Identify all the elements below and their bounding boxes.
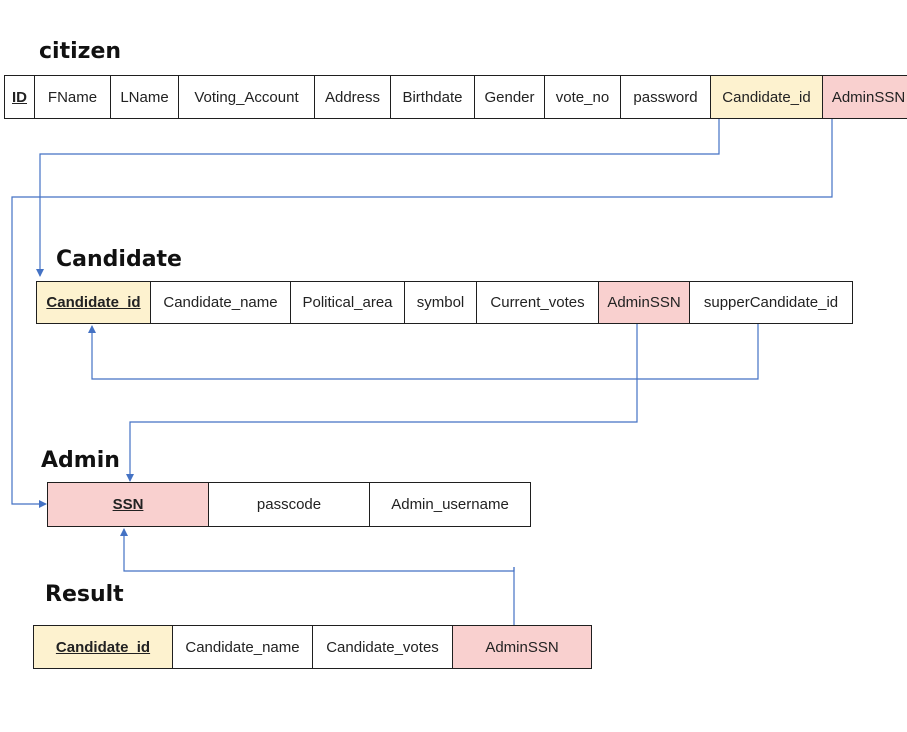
result-column-adminssn: AdminSSN xyxy=(452,625,592,669)
candidate-table-title: Candidate xyxy=(56,247,182,272)
candidate-self-fk-line xyxy=(88,324,759,380)
citizen-column-birthdate: Birthdate xyxy=(390,75,475,119)
candidate-admin-fk-line xyxy=(126,324,638,482)
citizen-column-candidate-id: Candidate_id xyxy=(710,75,823,119)
citizen-candidate-fk-line xyxy=(36,119,720,277)
candidate-column-political-area: Political_area xyxy=(290,281,405,324)
result-column-candidate-name: Candidate_name xyxy=(172,625,313,669)
candidate-column-symbol: symbol xyxy=(404,281,477,324)
admin-table-title: Admin xyxy=(41,448,120,473)
citizen-column-password: password xyxy=(620,75,711,119)
citizen-table-title: citizen xyxy=(39,39,122,64)
admin-column-ssn-pk: SSN xyxy=(47,482,209,527)
citizen-column-gender: Gender xyxy=(474,75,545,119)
admin-column-admin-username: Admin_username xyxy=(369,482,531,527)
citizen-column-voting-account: Voting_Account xyxy=(178,75,315,119)
result-admin-fk-line xyxy=(120,528,515,572)
citizen-admin-fk-line xyxy=(11,119,833,508)
candidate-column-candidate-id-pk: Candidate_id xyxy=(36,281,151,324)
candidate-column-current-votes: Current_votes xyxy=(476,281,599,324)
result-column-candidate-votes: Candidate_votes xyxy=(312,625,453,669)
citizen-column-vote-no: vote_no xyxy=(544,75,621,119)
candidate-column-candidate-name: Candidate_name xyxy=(150,281,291,324)
admin-column-passcode: passcode xyxy=(208,482,370,527)
result-table-title: Result xyxy=(45,582,124,607)
citizen-column-id-pk: ID xyxy=(4,75,35,119)
citizen-column-adminssn: AdminSSN xyxy=(822,75,907,119)
candidate-column-adminssn: AdminSSN xyxy=(598,281,690,324)
citizen-column-lname: LName xyxy=(110,75,179,119)
citizen-column-fname: FName xyxy=(34,75,111,119)
candidate-column-suppercandidate-id: supperCandidate_id xyxy=(689,281,853,324)
result-column-candidate-id-pk: Candidate_id xyxy=(33,625,173,669)
citizen-column-address: Address xyxy=(314,75,391,119)
